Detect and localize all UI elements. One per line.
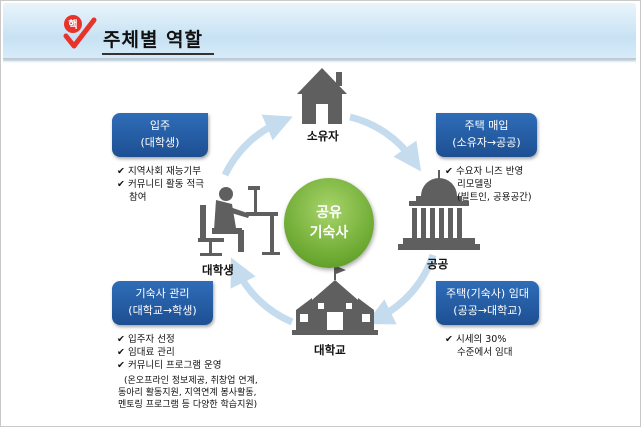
header-bar bbox=[3, 3, 636, 61]
bullet-note: (빌트인, 공용공간) bbox=[457, 192, 532, 203]
cycle-arrows bbox=[221, 113, 437, 326]
role-box-tenant-title: 입주 bbox=[149, 119, 171, 132]
bullets-lease: ✔ 시세의 30% 수준에서 임대 bbox=[445, 333, 512, 359]
bullets-purchase: ✔ 수요자 니즈 반영 리모델링 (빌트인, 공용공간) bbox=[445, 165, 532, 204]
page-title: 주체별 역할 bbox=[103, 29, 204, 51]
arrow-student-to-owner bbox=[221, 114, 293, 177]
role-box-management-subtitle: (대학교→학생) bbox=[128, 304, 197, 317]
note-line: 멘토링 프로그램 등 다양한 학습지원) bbox=[118, 400, 258, 410]
role-box-lease-title: 주택(기숙사) 임대 bbox=[446, 287, 529, 300]
bullet-item: ✔ 커뮤니티 활동 적극 bbox=[117, 179, 204, 190]
bullets-tenant: ✔ 지역사회 재능기부 ✔ 커뮤니티 활동 적극 참여 bbox=[117, 165, 204, 204]
arrow-public-to-university bbox=[365, 253, 437, 325]
center-label-line2: 기숙사 bbox=[309, 225, 349, 241]
bullet-item: ✔ 커뮤니티 프로그램 운영 bbox=[117, 360, 222, 371]
student-at-desk-icon bbox=[198, 186, 280, 256]
arrow-university-to-student bbox=[230, 257, 294, 326]
note-line: (온오프라인 정보제공, 취창업 연계, bbox=[124, 376, 258, 386]
bullets-management-note: (온오프라인 정보제공, 취창업 연계, 동아리 활동지원, 지역연계 봉사활동… bbox=[118, 375, 258, 411]
role-box-purchase: 주택 매입 (소유자→공공) bbox=[436, 113, 537, 157]
role-box-purchase-title: 주택 매입 bbox=[464, 119, 509, 132]
bullet-continuation: 리모델링 bbox=[457, 179, 492, 190]
bullet-item: ✔ 시세의 30% bbox=[445, 334, 507, 345]
header-shadow bbox=[3, 58, 636, 63]
government-building-icon bbox=[398, 170, 480, 250]
bullet-continuation: 수준에서 임대 bbox=[457, 347, 513, 358]
node-label-owner: 소유자 bbox=[307, 129, 339, 143]
role-box-management: 기숙사 관리 (대학교→학생) bbox=[112, 281, 213, 325]
node-label-student: 대학생 bbox=[202, 263, 234, 277]
node-label-university: 대학교 bbox=[314, 343, 346, 357]
role-box-tenant: 입주 (대학생) bbox=[112, 113, 208, 157]
arrow-owner-to-public bbox=[349, 113, 422, 172]
node-label-public: 공공 bbox=[427, 257, 449, 271]
bullets-management: ✔ 입주자 선정 ✔ 임대료 관리 ✔ 커뮤니티 프로그램 운영 bbox=[117, 333, 221, 372]
check-icon-text: 핵 bbox=[68, 19, 77, 31]
title-underline bbox=[102, 53, 214, 55]
bullet-item: ✔ 입주자 선정 bbox=[117, 334, 175, 345]
note-line: 동아리 활동지원, 지역연계 봉사활동, bbox=[118, 388, 257, 398]
bullet-item: ✔ 지역사회 재능기부 bbox=[117, 166, 201, 177]
house-icon bbox=[297, 68, 347, 124]
role-box-lease: 주택(기숙사) 임대 (공공→대학교) bbox=[436, 281, 539, 325]
bullet-item: ✔ 수요자 니즈 반영 bbox=[445, 166, 524, 177]
check-mark-icon: 핵 bbox=[63, 15, 97, 49]
bullet-continuation: 참여 bbox=[129, 192, 147, 203]
university-building-icon bbox=[292, 266, 378, 335]
role-box-tenant-subtitle: (대학생) bbox=[140, 136, 180, 149]
center-concept-circle: 공유 기숙사 bbox=[284, 178, 374, 268]
role-box-purchase-subtitle: (소유자→공공) bbox=[452, 136, 521, 149]
bullet-item: ✔ 임대료 관리 bbox=[117, 347, 175, 358]
role-box-lease-subtitle: (공공→대학교) bbox=[453, 304, 522, 317]
role-box-management-title: 기숙사 관리 bbox=[135, 287, 190, 300]
center-label-line1: 공유 bbox=[316, 205, 342, 221]
